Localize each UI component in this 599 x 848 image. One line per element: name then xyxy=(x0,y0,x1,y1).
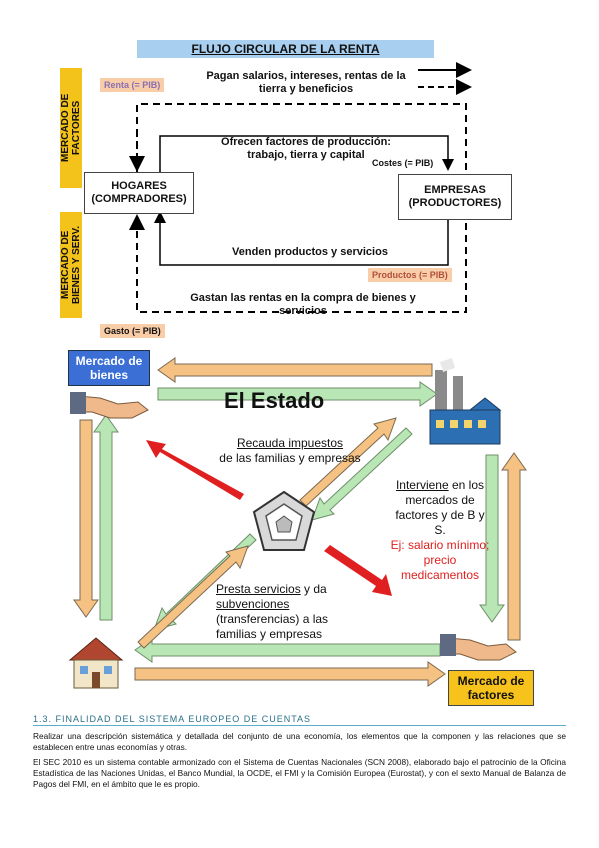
side-label-factores: MERCADO DE FACTORES xyxy=(60,68,82,188)
pentagon-building-icon xyxy=(252,490,316,551)
gastan-label: Gastan las rentas en la compra de bienes… xyxy=(190,292,416,317)
interviene-text: Interviene en los mercados de factores y… xyxy=(390,478,490,582)
handshake-icon-top xyxy=(70,392,149,419)
mercado-factores-box: Mercado de factores xyxy=(448,670,534,706)
productos-label: Productos (= PIB) xyxy=(368,268,452,282)
ofrecen-label: Ofrecen factores de producción: trabajo,… xyxy=(221,136,391,161)
gasto-label: Gasto (= PIB) xyxy=(100,324,165,338)
renta-label: Renta (= PIB) xyxy=(100,78,165,92)
goods-real-flow xyxy=(154,211,449,266)
hogares-box: HOGARES (COMPRADORES) xyxy=(84,172,194,214)
diagram-title: FLUJO CIRCULAR DE LA RENTA xyxy=(137,40,434,58)
presta-text: Presta servicios y da subvenciones (tran… xyxy=(216,582,329,641)
empresas-box: EMPRESAS (PRODUCTORES) xyxy=(398,174,512,220)
paragraph-2: El SEC 2010 es un sistema contable armon… xyxy=(33,757,566,789)
red-arrow-interviene xyxy=(324,545,392,596)
paragraph-1: Realizar una descripción sistemática y d… xyxy=(33,731,566,752)
ejemplo-text: Ej: salario mínimo; precio medicamentos xyxy=(390,538,490,582)
factors-real-flow xyxy=(159,135,454,172)
mercado-bienes-box: Mercado de bienes xyxy=(68,350,150,386)
house-icon xyxy=(68,637,124,689)
estado-title: El Estado xyxy=(224,388,325,413)
venden-label: Venden productos y servicios xyxy=(232,246,388,258)
pagan-label: Pagan salarios, intereses, rentas de la … xyxy=(206,70,406,95)
factory-icon xyxy=(429,358,502,445)
section-heading: 1.3. FINALIDAD DEL SISTEMA EUROPEO DE CU… xyxy=(33,714,566,726)
monetary-loop xyxy=(136,103,467,313)
handshake-icon-bottom xyxy=(440,634,517,661)
red-arrow-recauda xyxy=(146,440,244,500)
side-label-bienes: MERCADO DE BIENES Y SERV. xyxy=(60,212,82,318)
costes-label: Costes (= PIB) xyxy=(372,158,434,168)
